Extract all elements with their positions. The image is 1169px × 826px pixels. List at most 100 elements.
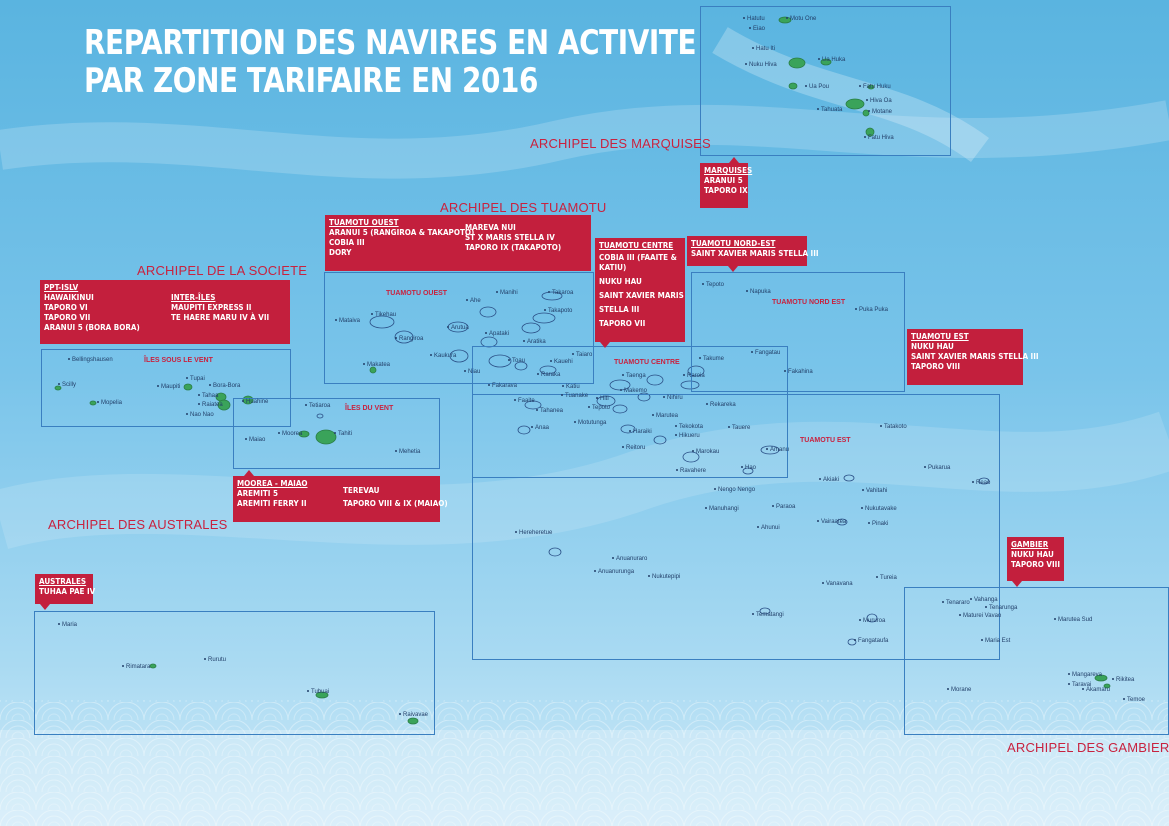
place-label: Mehetia (393, 449, 420, 455)
island-shape (183, 383, 193, 391)
place-label: Hikueru (673, 433, 700, 439)
box-tuamotu-ouest-ship: ST X MARIS STELLA IV (465, 233, 555, 242)
island-shape (867, 84, 875, 90)
box-tuamotu-ouest-ship: ARANUI 5 (RANGIROA & TAKAPOTO) (329, 228, 475, 237)
box-moorea-ship: AREMITI FERRY II (237, 499, 307, 508)
box-ppt-islv-title: PPT-ISLV (44, 283, 79, 292)
place-label: Maria (56, 622, 77, 628)
place-label: Tuanake (559, 393, 588, 399)
zone-marquises (700, 6, 951, 156)
pin-australes (40, 604, 50, 610)
box-moorea-maiao: MOOREA - MAIAO AREMITI 5 AREMITI FERRY I… (233, 476, 448, 522)
place-label: Tubuai (305, 689, 329, 695)
zone-gambier (904, 587, 1169, 735)
island-shape (407, 717, 419, 725)
atoll-shape (541, 291, 563, 301)
box-australes: AUSTRALES TUHAA PAE IV (35, 574, 96, 604)
pin-gambier (1012, 581, 1022, 587)
box-ppt-islv-ship: ARANUI 5 (BORA BORA) (44, 323, 140, 332)
pin-tuamotu-centre (600, 342, 610, 348)
atoll-shape (646, 374, 664, 386)
place-label: Ravahere (674, 468, 706, 474)
place-label: Rimatara (120, 664, 150, 670)
box-gambier-title: GAMBIER (1011, 540, 1049, 549)
box-gambier: GAMBIER NUKU HAU TAPORO VIII (1007, 537, 1064, 581)
place-label: Taenga (620, 373, 646, 379)
place-label: Reitoru (620, 445, 645, 451)
place-label: Apataki (483, 331, 509, 337)
box-australes-ship: TUHAA PAE IV (39, 587, 96, 596)
island-shape (315, 429, 337, 445)
place-label: Takume (697, 356, 724, 362)
box-tuamotu-centre-ship: STELLA III (599, 305, 640, 314)
place-label: Vahitahi (860, 488, 887, 494)
box-moorea-ship: AREMITI 5 (237, 489, 278, 498)
box-ppt-islv-ship: TAPORO VII (44, 313, 91, 322)
place-label: Takapoto (542, 308, 572, 314)
place-label: Hiti (594, 396, 609, 402)
place-label: Maturei Vavao (957, 613, 1001, 619)
place-label: Scilly (56, 382, 76, 388)
place-label: Hiva Oa (864, 98, 892, 104)
atoll-shape (479, 306, 497, 318)
place-label: Maupiti (155, 384, 180, 390)
archipel-tuamotu: ARCHIPEL DES TUAMOTU (440, 200, 607, 215)
place-label: Anuanuraro (610, 556, 647, 562)
archipel-australes: ARCHIPEL DES AUSTRALES (48, 517, 228, 532)
pin-moorea (244, 470, 254, 476)
place-label: Bellingshausen (66, 357, 113, 363)
box-tuamotu-est-ship: SAINT XAVIER MARIS STELLA III (911, 352, 1039, 361)
atoll-shape (620, 424, 636, 434)
box-moorea-title: MOOREA - MAIAO (237, 479, 308, 488)
place-label: Fakarava (486, 383, 517, 389)
place-label: Manihi (494, 290, 518, 296)
box-ppt-islv-ship: HAWAIKINUI (44, 293, 94, 302)
atoll-shape (548, 547, 562, 557)
box-tuamotu-ouest-ship: MAREVA NUI (465, 223, 516, 232)
place-label: Vahanga (968, 597, 998, 603)
place-label: Rangiroa (393, 336, 423, 342)
place-label: Moorea (276, 431, 302, 437)
place-label: Motutunga (572, 420, 606, 426)
place-label: Aratika (521, 339, 546, 345)
zone-label-tuamotu-ouest: TUAMOTU OUEST (386, 290, 448, 297)
place-label: Nuku Hiva (743, 62, 777, 68)
zone-australes (34, 611, 435, 735)
archipel-gambier: ARCHIPEL DES GAMBIER (1007, 740, 1169, 755)
place-label: Kauehi (548, 359, 573, 365)
atoll-shape (653, 435, 667, 445)
zone-tuamotu-est (472, 394, 1000, 660)
atoll-shape (836, 518, 848, 526)
place-label: Puka Puka (853, 307, 888, 313)
atoll-shape (978, 477, 990, 485)
island-shape (862, 109, 870, 117)
atoll-shape (612, 404, 628, 414)
place-label: Kaukura (428, 353, 456, 359)
place-label: Ahunui (755, 525, 780, 531)
atoll-shape (517, 425, 531, 435)
zone-label-tuamotu-est: TUAMOTU EST (800, 437, 851, 444)
atoll-shape (760, 445, 780, 455)
place-label: Ua Huka (816, 57, 845, 63)
box-tuamotu-est-ship: NUKU HAU (911, 342, 954, 351)
place-label: Bora-Bora (207, 383, 240, 389)
place-label: Raivavae (397, 712, 428, 718)
box-tuamotu-ouest-ship: DORY (329, 248, 352, 257)
box-gambier-ship: TAPORO VIII (1011, 560, 1061, 569)
place-label: Fakahina (782, 369, 813, 375)
atoll-shape (539, 365, 557, 375)
archipel-marquises: ARCHIPEL DES MARQUISES (530, 136, 711, 151)
island-shape (369, 366, 377, 374)
place-label: Motu One (784, 16, 816, 22)
place-label: Fangataufa (852, 638, 888, 644)
island-shape (845, 98, 865, 110)
atoll-shape (596, 395, 616, 407)
zone-label-iles-sous-le-vent: ÎLES SOUS LE VENT (144, 357, 213, 364)
place-label: Nengo Nengo (712, 487, 755, 493)
place-label: Tepoto (700, 282, 724, 288)
place-label: Nihiru (661, 395, 683, 401)
place-label: Pinaki (866, 521, 888, 527)
place-label: Nukutepipi (646, 574, 680, 580)
box-tuamotu-centre-ship: COBIA III (FAAITE & (599, 253, 677, 262)
atoll-shape (532, 312, 556, 324)
